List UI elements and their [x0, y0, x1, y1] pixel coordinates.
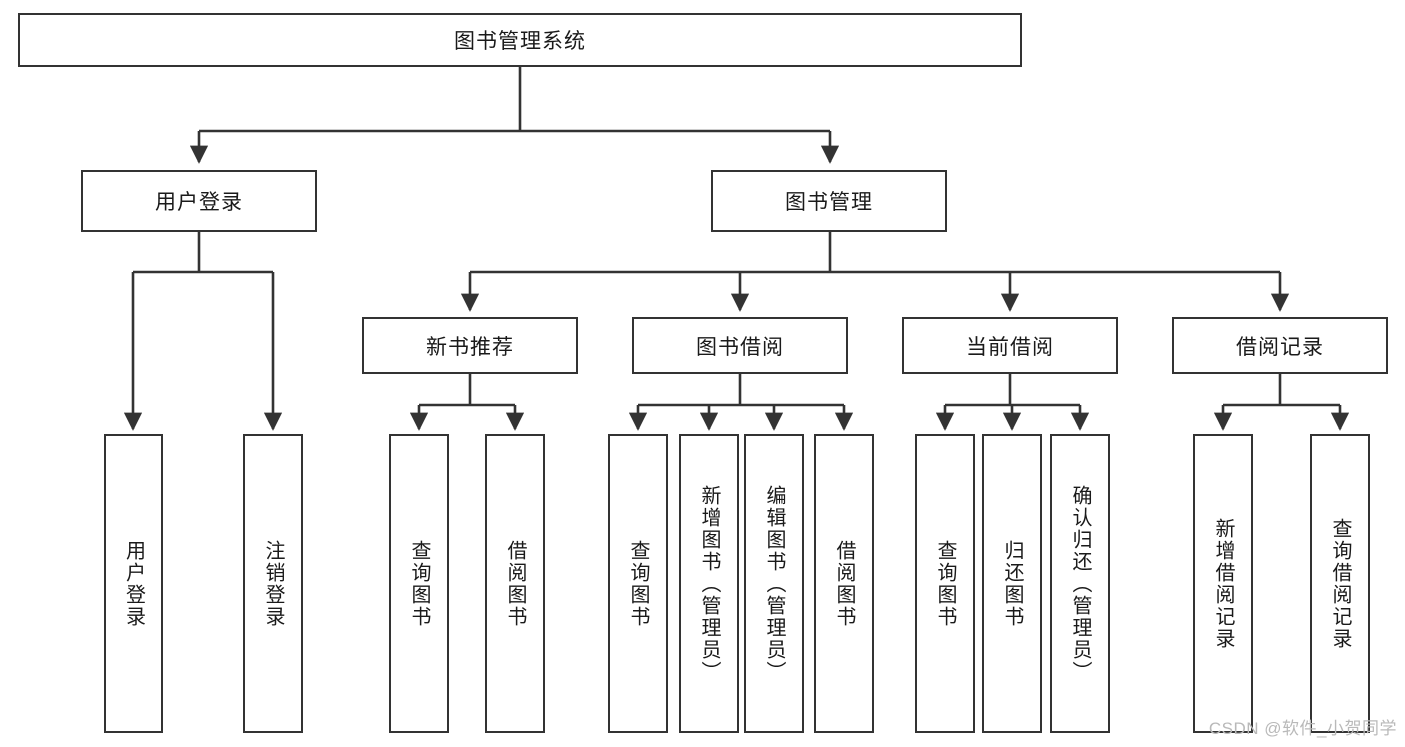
node-leaf-confirm-return[interactable]: 确认归还（管理员）: [1050, 434, 1110, 733]
node-leaf-add-borrow-record-label: 新增借阅记录: [1212, 517, 1234, 650]
node-current-borrow[interactable]: 当前借阅: [902, 317, 1118, 374]
node-leaf-borrow-book-1-label: 借阅图书: [504, 539, 526, 628]
node-leaf-query-borrow-record-label: 查询借阅记录: [1329, 517, 1351, 650]
node-leaf-borrow-book-2-label: 借阅图书: [833, 539, 855, 628]
node-book-management-label: 图书管理: [785, 191, 873, 214]
node-new-book-recommend-label: 新书推荐: [426, 335, 514, 359]
node-leaf-confirm-return-label: 确认归还（管理员）: [1069, 484, 1091, 683]
node-leaf-borrow-book-1[interactable]: 借阅图书: [485, 434, 545, 733]
node-new-book-recommend[interactable]: 新书推荐: [362, 317, 578, 374]
node-leaf-return-book-label: 归还图书: [1001, 539, 1023, 628]
node-leaf-query-book-2-label: 查询图书: [627, 539, 649, 628]
node-book-borrow[interactable]: 图书借阅: [632, 317, 848, 374]
node-book-management[interactable]: 图书管理: [711, 170, 947, 232]
node-leaf-query-book-2[interactable]: 查询图书: [608, 434, 668, 733]
node-leaf-borrow-book-2[interactable]: 借阅图书: [814, 434, 874, 733]
node-user-login-label: 用户登录: [155, 191, 243, 214]
node-leaf-query-book-3[interactable]: 查询图书: [915, 434, 975, 733]
node-leaf-return-book[interactable]: 归还图书: [982, 434, 1042, 733]
node-leaf-user-login-label: 用户登录: [122, 539, 145, 628]
node-root[interactable]: 图书管理系统: [18, 13, 1022, 67]
node-leaf-logout-login-label: 注销登录: [262, 539, 284, 628]
node-leaf-query-book-1[interactable]: 查询图书: [389, 434, 449, 733]
node-leaf-edit-book[interactable]: 编辑图书（管理员）: [744, 434, 804, 733]
node-leaf-add-book-label: 新增图书（管理员）: [698, 484, 720, 683]
node-root-label: 图书管理系统: [454, 30, 586, 53]
node-current-borrow-label: 当前借阅: [966, 335, 1054, 359]
node-borrow-record-label: 借阅记录: [1236, 335, 1324, 359]
node-user-login[interactable]: 用户登录: [81, 170, 317, 232]
node-leaf-user-login[interactable]: 用户登录: [104, 434, 163, 733]
node-book-borrow-label: 图书借阅: [696, 335, 784, 359]
node-leaf-logout-login[interactable]: 注销登录: [243, 434, 303, 733]
node-leaf-query-book-3-label: 查询图书: [934, 539, 956, 628]
node-leaf-query-borrow-record[interactable]: 查询借阅记录: [1310, 434, 1370, 733]
node-leaf-query-book-1-label: 查询图书: [408, 539, 430, 628]
node-leaf-add-borrow-record[interactable]: 新增借阅记录: [1193, 434, 1253, 733]
node-leaf-edit-book-label: 编辑图书（管理员）: [763, 484, 785, 683]
node-leaf-add-book[interactable]: 新增图书（管理员）: [679, 434, 739, 733]
node-borrow-record[interactable]: 借阅记录: [1172, 317, 1388, 374]
